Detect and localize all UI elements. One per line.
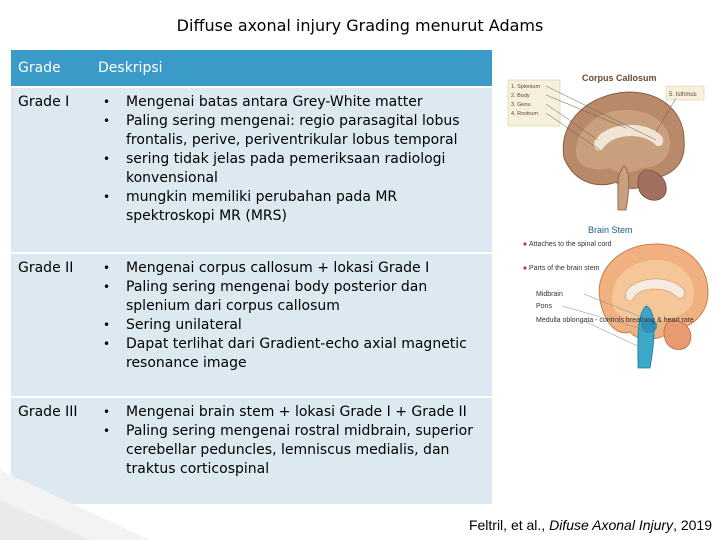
svg-text:5. Isthmus: 5. Isthmus <box>669 92 697 98</box>
citation-work: Difuse Axonal Injury <box>549 517 674 533</box>
header-deskripsi: Deskripsi <box>91 50 492 88</box>
anatomy-label: Parts of the brain stem <box>529 265 600 272</box>
legend-box: 1. Splenium 2. Body 3. Genu 4. Rostrum <box>507 79 561 127</box>
anatomy-labels: Attaches to the spinal cord Parts of the… <box>523 241 694 351</box>
slide-title: Diffuse axonal injury Grading menurut Ad… <box>176 16 544 35</box>
table-row: Grade I Mengenai batas antara Grey-White… <box>11 87 492 254</box>
brain-stem-figure: Brain Stem Attaches to the spinal cord P… <box>522 222 712 372</box>
bullet-list: Mengenai corpus callosum + lokasi Grade … <box>98 259 485 373</box>
table-row: Grade II Mengenai corpus callosum + loka… <box>11 253 492 398</box>
list-item: Paling sering mengenai rostral midbrain,… <box>103 422 485 479</box>
table-row: Grade III Mengenai brain stem + lokasi G… <box>11 397 492 506</box>
legend-item: 2. Body <box>511 93 530 99</box>
table-header-row: Grade Deskripsi <box>11 50 492 88</box>
isthmus-label: 5. Isthmus <box>665 85 705 101</box>
brain-sagittal-illustration <box>545 85 685 211</box>
legend-item: 3. Genu <box>511 102 531 108</box>
grading-table: Grade Deskripsi Grade I Mengenai batas a… <box>11 50 492 506</box>
list-item: Mengenai brain stem + lokasi Grade I + G… <box>103 403 485 422</box>
anatomy-label: Midbrain <box>536 291 563 298</box>
list-item: Mengenai batas antara Grey-White matter <box>103 93 485 112</box>
figure-title: Brain Stem <box>588 225 633 235</box>
bullet-list: Mengenai batas antara Grey-White matter … <box>98 93 485 226</box>
list-item: Sering unilateral <box>103 316 485 335</box>
legend-item: 1. Splenium <box>511 84 540 90</box>
anatomy-label: Pons <box>536 303 552 310</box>
corner-decoration <box>0 470 150 540</box>
citation-authors: Feltril, et al., <box>468 517 550 533</box>
grade-cell: Grade II <box>11 253 91 398</box>
bullet-list: Mengenai brain stem + lokasi Grade I + G… <box>98 403 485 479</box>
citation: Feltril, et al., Difuse Axonal Injury, 2… <box>469 517 712 533</box>
description-cell: Mengenai batas antara Grey-White matter … <box>91 87 492 254</box>
corpus-callosum-figure: 1. Splenium 2. Body 3. Genu 4. Rostrum C… <box>506 70 708 220</box>
anatomy-label: Medulla oblongata - controls breathing &… <box>536 317 694 324</box>
list-item: Paling sering mengenai: regio parasagita… <box>103 112 485 150</box>
list-item: Mengenai corpus callosum + lokasi Grade … <box>103 259 485 278</box>
citation-year: , 2019 <box>673 517 712 533</box>
description-cell: Mengenai brain stem + lokasi Grade I + G… <box>91 397 492 506</box>
grade-cell: Grade I <box>11 87 91 254</box>
list-item: Dapat terlihat dari Gradient-echo axial … <box>103 335 485 373</box>
header-grade: Grade <box>11 50 91 88</box>
description-cell: Mengenai corpus callosum + lokasi Grade … <box>91 253 492 398</box>
anatomy-label: Attaches to the spinal cord <box>529 241 612 248</box>
list-item: Paling sering mengenai body posterior da… <box>103 278 485 316</box>
list-item: sering tidak jelas pada pemeriksaan radi… <box>103 150 485 188</box>
figure-title: Corpus Callosum <box>582 73 657 83</box>
brain-illustration <box>598 243 709 369</box>
legend-item: 4. Rostrum <box>511 111 538 117</box>
list-item: mungkin memiliki perubahan pada MR spekt… <box>103 188 485 226</box>
